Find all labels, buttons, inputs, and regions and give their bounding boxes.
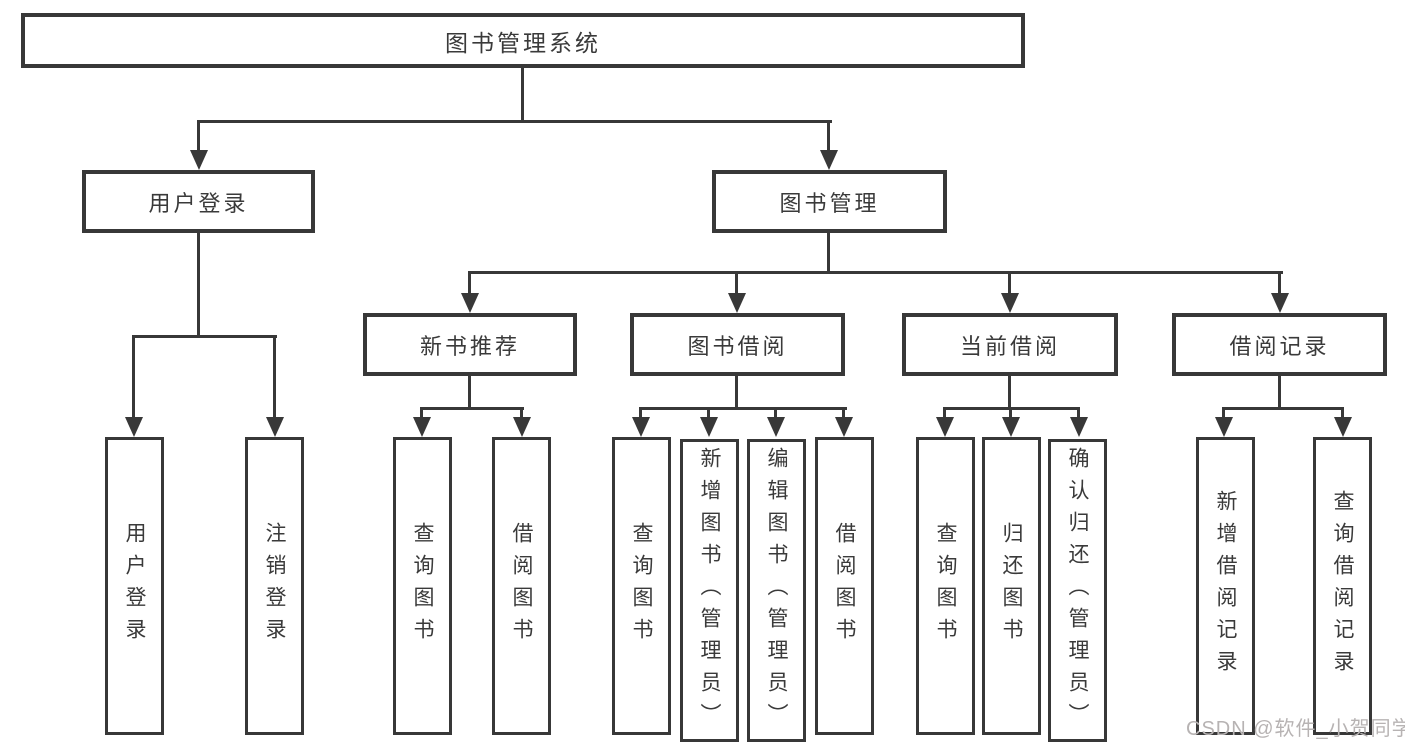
connector-drop-new-book xyxy=(468,271,471,295)
arrow-down-icon xyxy=(513,417,531,437)
leaf-confirm-return-admin: 确认归还（管理员） xyxy=(1048,439,1107,742)
connector-book-management-rail xyxy=(468,271,1283,274)
connector-drop-borrow-records xyxy=(1278,271,1281,295)
leaf-query-borrow-record: 查询借阅记录 xyxy=(1313,437,1372,735)
leaf-logout: 注销登录 xyxy=(245,437,304,735)
arrow-down-icon xyxy=(700,417,718,437)
connector-book-borrow-rail xyxy=(639,407,847,410)
leaf-borrow-books-recommend: 借阅图书 xyxy=(492,437,551,735)
arrow-down-icon xyxy=(1271,293,1289,313)
connector-drop xyxy=(1222,407,1225,419)
connector-user-login-rail xyxy=(132,335,277,338)
arrow-down-icon xyxy=(1334,417,1352,437)
arrow-down-icon xyxy=(632,417,650,437)
node-book-management: 图书管理 xyxy=(712,170,947,233)
connector-drop-current-borrow xyxy=(1008,271,1011,295)
arrow-down-icon xyxy=(461,293,479,313)
node-user-login: 用户登录 xyxy=(82,170,315,233)
connector-borrow-records-rail xyxy=(1222,407,1344,410)
connector-user-login-stem xyxy=(197,233,200,335)
connector-drop xyxy=(1077,407,1080,419)
connector-new-book-stem xyxy=(468,376,471,407)
arrow-down-icon xyxy=(1001,293,1019,313)
connector-drop xyxy=(1009,407,1012,419)
leaf-query-books-borrow: 查询图书 xyxy=(612,437,671,735)
connector-drop xyxy=(420,407,423,419)
connector-root-rail xyxy=(197,120,832,123)
leaf-return-books: 归还图书 xyxy=(982,437,1041,735)
connector-drop xyxy=(1341,407,1344,419)
connector-drop xyxy=(639,407,642,419)
connector-drop xyxy=(842,407,845,419)
connector-book-borrow-stem xyxy=(735,376,738,407)
connector-drop xyxy=(943,407,946,419)
arrow-down-icon xyxy=(413,417,431,437)
connector-current-borrow-stem xyxy=(1008,376,1011,407)
leaf-add-borrow-record: 新增借阅记录 xyxy=(1196,437,1255,735)
arrow-down-icon xyxy=(728,293,746,313)
connector-drop xyxy=(774,407,777,419)
arrow-down-icon xyxy=(767,417,785,437)
node-current-borrow: 当前借阅 xyxy=(902,313,1118,376)
node-borrow-records: 借阅记录 xyxy=(1172,313,1387,376)
arrow-down-icon xyxy=(820,150,838,170)
node-library-management-system: 图书管理系统 xyxy=(21,13,1025,68)
connector-drop-login-leaf xyxy=(132,335,135,419)
csdn-watermark: CSDN @软件_小贺同学 xyxy=(1186,718,1405,740)
leaf-edit-books-admin: 编辑图书（管理员） xyxy=(747,439,806,742)
leaf-user-login: 用户登录 xyxy=(105,437,164,735)
arrow-down-icon xyxy=(190,150,208,170)
connector-book-management-stem xyxy=(827,233,830,271)
arrow-down-icon xyxy=(936,417,954,437)
connector-drop xyxy=(707,407,710,419)
leaf-query-books-recommend: 查询图书 xyxy=(393,437,452,735)
node-new-book-recommend: 新书推荐 xyxy=(363,313,577,376)
connector-drop-user-login xyxy=(197,120,200,152)
connector-drop-book-borrow xyxy=(735,271,738,295)
arrow-down-icon xyxy=(1215,417,1233,437)
connector-drop xyxy=(520,407,523,419)
leaf-borrow-books: 借阅图书 xyxy=(815,437,874,735)
connector-new-book-rail xyxy=(420,407,524,410)
arrow-down-icon xyxy=(1002,417,1020,437)
arrow-down-icon xyxy=(125,417,143,437)
leaf-add-books-admin: 新增图书（管理员） xyxy=(680,439,739,742)
connector-borrow-records-stem xyxy=(1278,376,1281,407)
arrow-down-icon xyxy=(835,417,853,437)
connector-drop-logout-leaf xyxy=(273,335,276,419)
arrow-down-icon xyxy=(266,417,284,437)
leaf-query-books-current: 查询图书 xyxy=(916,437,975,735)
connector-root-stem xyxy=(521,68,524,120)
connector-drop-book-management xyxy=(827,120,830,152)
node-book-borrow: 图书借阅 xyxy=(630,313,845,376)
arrow-down-icon xyxy=(1070,417,1088,437)
